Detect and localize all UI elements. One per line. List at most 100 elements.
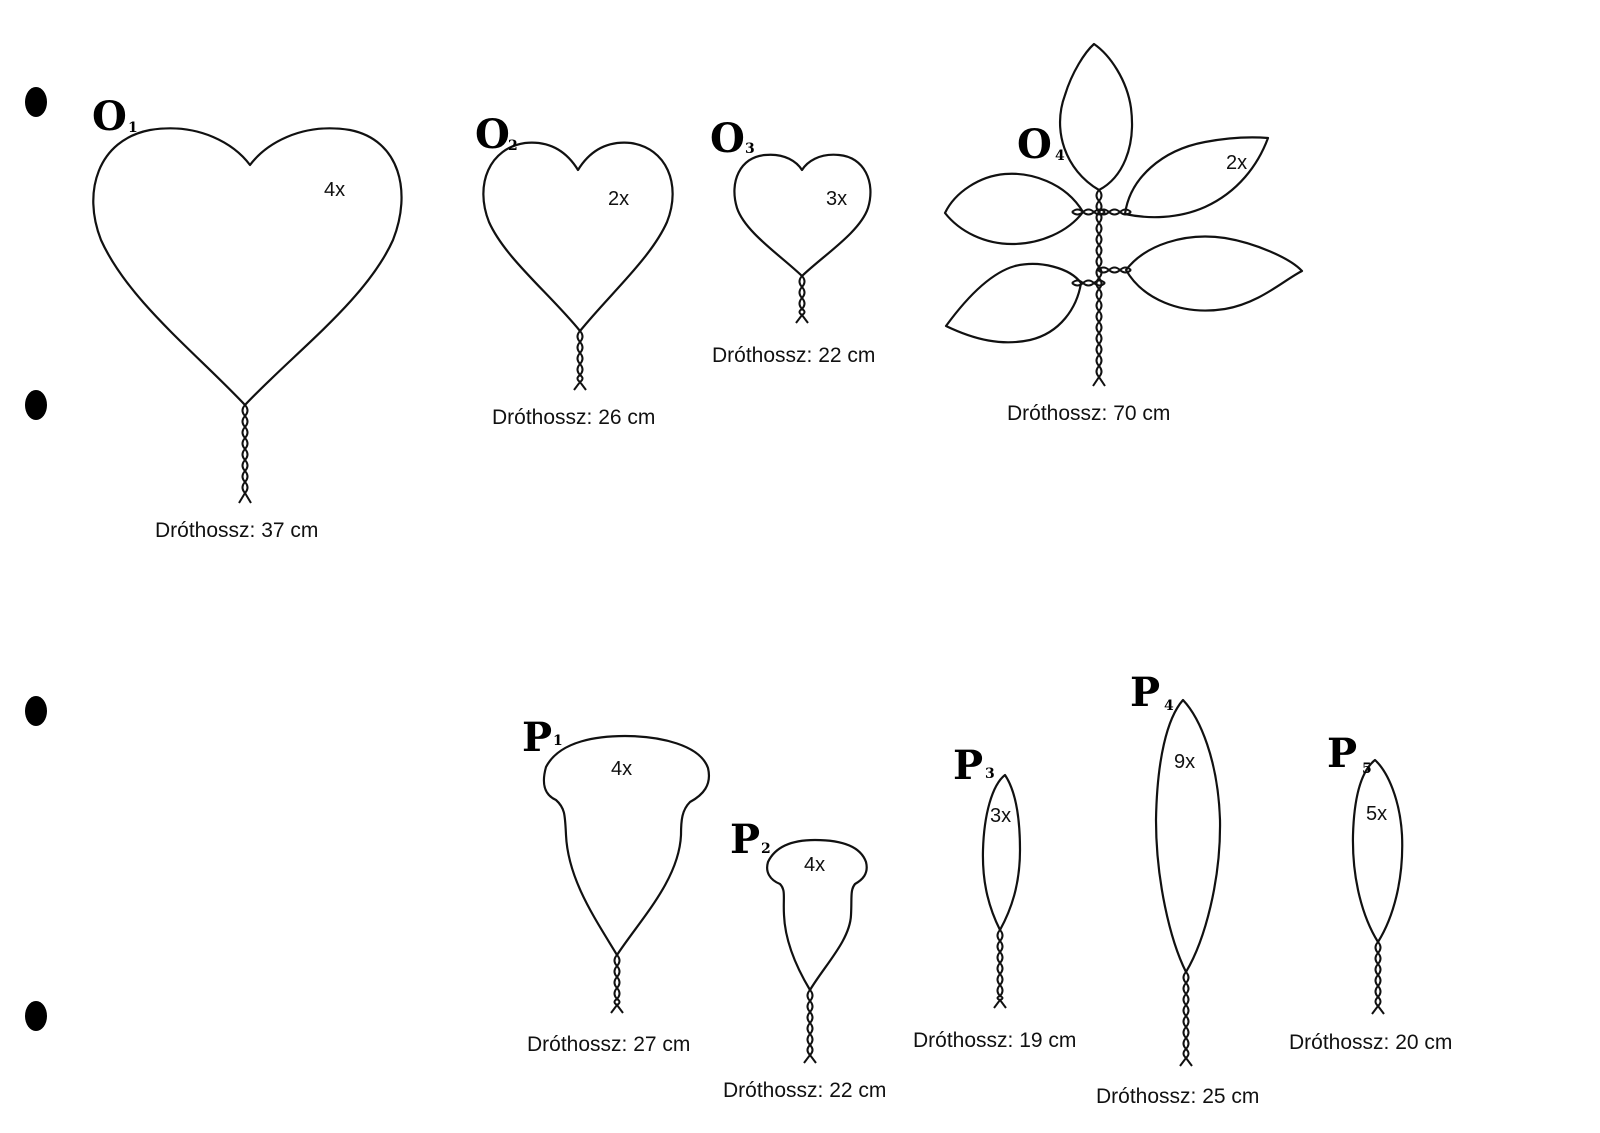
wire-strand	[1097, 189, 1106, 387]
pattern-p1: P 1 4x Dróthossz: 27 cm	[522, 714, 711, 1056]
quantity-label: 2x	[1226, 152, 1247, 174]
wire-strand	[1071, 279, 1106, 285]
pattern-o3: O 3 3x Dróthossz: 22 cm	[710, 115, 875, 367]
quantity-label: 3x	[826, 188, 847, 210]
twisted-wire-stem	[993, 929, 1007, 1009]
wire-strand	[1092, 189, 1101, 387]
pattern-p4: P 4 9x Dróthossz: 25 cm	[1096, 669, 1259, 1108]
wire-length-label: Dróthossz: 27 cm	[527, 1033, 690, 1056]
wire-strand	[1071, 281, 1106, 287]
wire-length-label: Dróthossz: 25 cm	[1096, 1085, 1259, 1108]
wire-strand	[1097, 210, 1132, 216]
part-index: 1	[128, 120, 138, 136]
leaf-shape	[943, 172, 1085, 246]
wire-length-label: Dróthossz: 70 cm	[1007, 402, 1170, 425]
wire-strand	[1071, 208, 1106, 214]
binder-hole	[25, 696, 47, 726]
petal-shape	[981, 773, 1022, 932]
wire-strand	[800, 275, 809, 324]
binder-hole	[25, 87, 47, 117]
twisted-wire-stem	[573, 330, 587, 391]
part-index: 3	[745, 141, 755, 157]
wire-length-label: Dróthossz: 22 cm	[712, 344, 875, 367]
wire-strand	[573, 330, 582, 391]
part-index: 4	[1055, 148, 1065, 164]
part-letter: P	[1327, 730, 1357, 777]
part-index: 2	[508, 138, 518, 154]
part-index: 2	[761, 841, 771, 857]
part-letter: O	[92, 93, 127, 140]
pattern-p5: P 5 5x Dróthossz: 20 cm	[1289, 730, 1452, 1054]
pattern-o4: O 4 2x Dróthossz: 70 cm	[943, 42, 1304, 425]
wire-length-label: Dróthossz: 22 cm	[723, 1079, 886, 1102]
twisted-wire-stem	[803, 989, 817, 1064]
leaf-shape	[1123, 136, 1270, 219]
wire-length-label: Dróthossz: 20 cm	[1289, 1031, 1452, 1054]
wire-strand	[1071, 210, 1106, 216]
part-index: 4	[1164, 698, 1174, 714]
twisted-wire-joint	[1071, 279, 1106, 287]
pattern-p3: P 3 3x Dróthossz: 19 cm	[913, 742, 1076, 1052]
wire-strand	[1097, 266, 1132, 272]
part-letter: O	[475, 111, 510, 158]
wire-strand	[1179, 971, 1188, 1067]
wire-strand	[243, 404, 252, 504]
binder-hole	[25, 1001, 47, 1031]
part-letter: O	[1017, 121, 1052, 168]
wire-strand	[1184, 971, 1193, 1067]
pattern-o2: O 2 2x Dróthossz: 26 cm	[475, 111, 674, 429]
quantity-label: 5x	[1366, 803, 1387, 825]
wire-length-label: Dróthossz: 37 cm	[155, 519, 318, 542]
part-index: 5	[1362, 761, 1372, 777]
petal-shape	[542, 734, 711, 957]
leaf-shape	[1124, 235, 1304, 312]
part-index: 1	[553, 733, 563, 749]
heart-shape	[733, 153, 872, 278]
heart-shape	[482, 141, 674, 333]
part-index: 3	[985, 766, 995, 782]
quantity-label: 9x	[1174, 751, 1195, 773]
wire-strand	[1097, 208, 1132, 214]
petal-shape	[1351, 758, 1404, 944]
quantity-label: 4x	[611, 758, 632, 780]
wire-strand	[238, 404, 247, 504]
wire-length-label: Dróthossz: 19 cm	[913, 1029, 1076, 1052]
pattern-p2: P 2 4x Dróthossz: 22 cm	[723, 816, 886, 1102]
twisted-wire-stem	[610, 954, 624, 1014]
wire-strand	[795, 275, 804, 324]
wire-strand	[1097, 268, 1132, 274]
twisted-wire-stem	[1179, 971, 1193, 1067]
wire-strand	[610, 954, 619, 1014]
part-letter: P	[730, 816, 760, 863]
quantity-label: 4x	[804, 854, 825, 876]
heart-shape	[92, 127, 403, 407]
binder-hole	[25, 390, 47, 420]
leaf-shape	[1058, 42, 1134, 192]
twisted-wire-stem	[238, 404, 252, 504]
twisted-wire-stem	[795, 275, 809, 324]
part-letter: P	[1130, 669, 1160, 716]
wire-strand	[808, 989, 817, 1064]
petal-shape	[1154, 698, 1222, 974]
quantity-label: 3x	[990, 805, 1011, 827]
wire-strand	[615, 954, 624, 1014]
part-letter: P	[953, 742, 983, 789]
twisted-wire-joint	[1097, 266, 1132, 274]
quantity-label: 4x	[324, 179, 345, 201]
petal-shape	[766, 838, 868, 992]
wire-strand	[1376, 941, 1385, 1015]
part-letter: P	[522, 714, 552, 761]
wire-strand	[998, 929, 1007, 1009]
pattern-o1: O 1 4x Dróthossz: 37 cm	[92, 93, 403, 542]
leaf-shape	[944, 262, 1083, 344]
twisted-wire-joint	[1097, 208, 1132, 216]
twisted-wire-stem	[1371, 941, 1385, 1015]
wire-strand	[578, 330, 587, 391]
quantity-label: 2x	[608, 188, 629, 210]
twisted-wire-joint	[1071, 208, 1106, 216]
part-letter: O	[710, 115, 745, 162]
twisted-wire-stem	[1092, 189, 1106, 387]
wire-length-label: Dróthossz: 26 cm	[492, 406, 655, 429]
